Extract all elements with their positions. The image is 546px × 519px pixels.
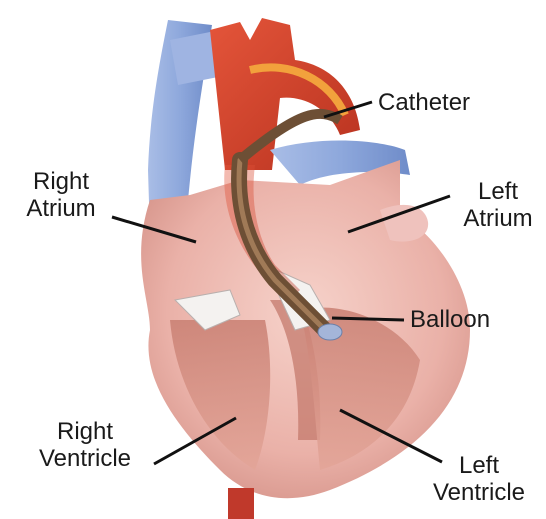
label-right-atrium-line2: Atrium xyxy=(15,195,107,222)
label-balloon: Balloon xyxy=(410,306,490,333)
label-right-ventricle: Right Ventricle xyxy=(20,418,150,472)
label-left-ventricle-line2: Ventricle xyxy=(415,479,543,506)
label-right-atrium-line1: Right xyxy=(15,168,107,195)
label-left-ventricle-line1: Left xyxy=(415,452,543,479)
label-left-atrium-line2: Atrium xyxy=(452,205,544,232)
label-right-ventricle-line2: Ventricle xyxy=(20,445,150,472)
label-left-atrium: Left Atrium xyxy=(452,178,544,232)
label-left-atrium-line1: Left xyxy=(452,178,544,205)
descending-vessel xyxy=(228,488,254,519)
label-left-ventricle: Left Ventricle xyxy=(415,452,543,506)
label-right-atrium: Right Atrium xyxy=(15,168,107,222)
balloon-tip xyxy=(318,324,342,340)
label-right-ventricle-line1: Right xyxy=(20,418,150,445)
label-catheter: Catheter xyxy=(378,89,470,116)
balloon-leader xyxy=(332,318,404,320)
